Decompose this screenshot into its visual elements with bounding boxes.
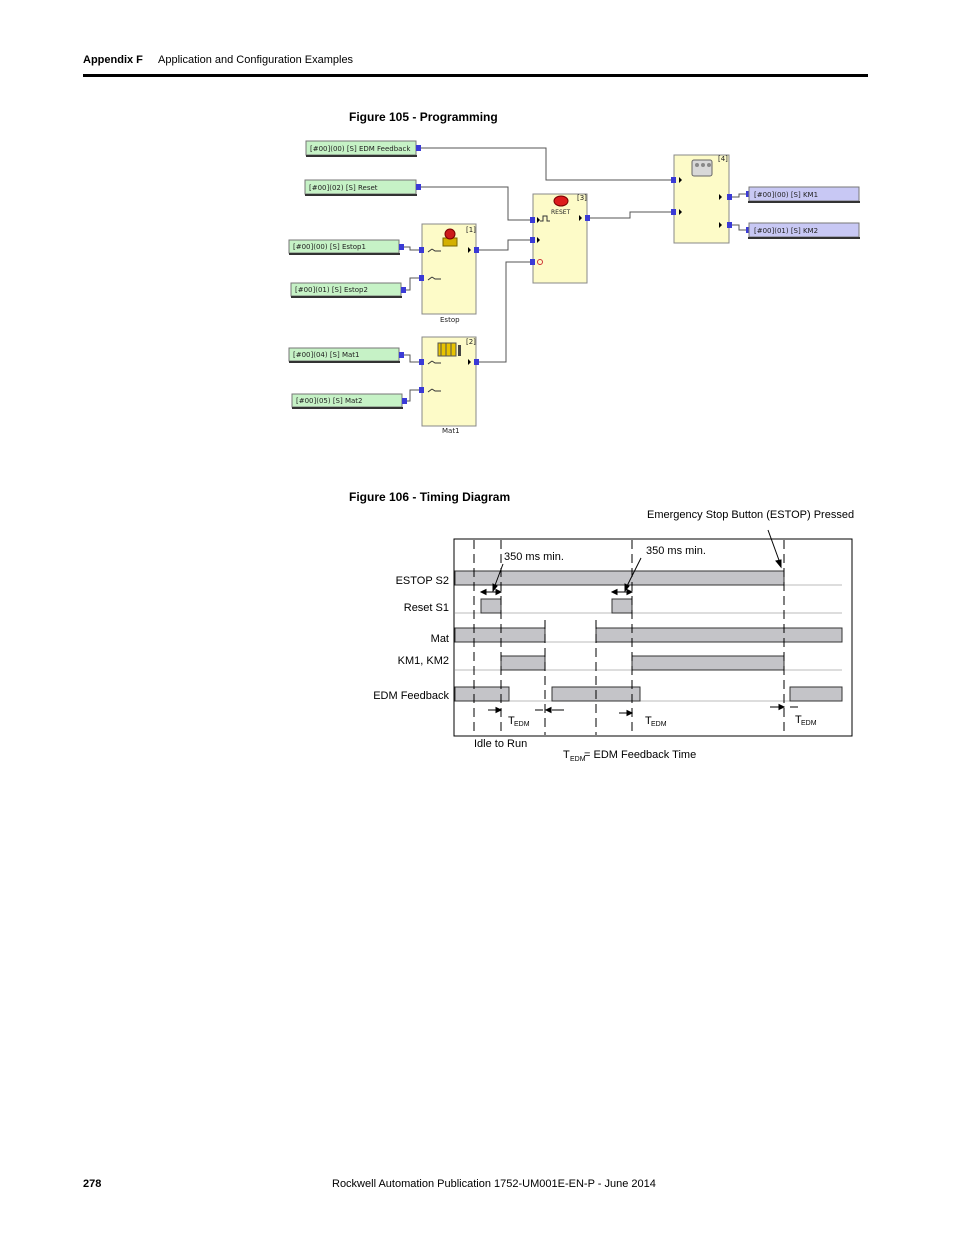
svg-text:EDM: EDM [514,721,530,728]
input-tag-estop1[interactable]: [#00](00) [S] Estop1 [288,239,404,255]
annotation-estop-pressed: Emergency Stop Button (ESTOP) Pressed [647,509,854,521]
edm-pulse-1 [454,686,510,702]
svg-text:RESET: RESET [551,209,571,216]
input-tag-reset[interactable]: [#00](02) [S] Reset [304,179,421,196]
block-number: [2] [466,338,476,346]
publication-info: Rockwell Automation Publication 1752-UM0… [332,1178,656,1190]
output-tag-km2[interactable]: [#00](01) [S] KM2 [746,222,860,239]
contactor-icon [691,159,713,177]
appendix-label: Appendix F [83,54,143,66]
mat-function-block[interactable]: [2] Mat1 [419,336,479,435]
block-number: [3] [577,194,587,202]
km-pulse-2 [631,655,785,671]
reset-pulse-1 [480,598,502,614]
reset-function-block[interactable]: RESET [3] [530,193,590,284]
input-tag-label: [#00](04) [S] Mat1 [293,351,360,359]
svg-text:T: T [795,714,802,726]
input-tag-label: [#00](05) [S] Mat2 [296,397,363,405]
page-number: 278 [83,1178,102,1190]
estop-pulse [454,570,785,586]
mat-pulse-2 [595,627,843,643]
signal-label-estop: ESTOP S2 [396,575,449,587]
input-tag-edm-feedback[interactable]: [#00](00) [S] EDM Feedback [305,140,421,157]
block-label: Estop [440,316,460,324]
input-tag-label: [#00](00) [S] EDM Feedback [310,145,411,153]
tedm-marker-1: T EDM [508,715,530,728]
svg-text:T: T [563,749,570,761]
estop-function-block[interactable]: [1] Estop [419,223,479,324]
figure-105-caption: Figure 105 - Programming [349,110,498,124]
header-rule [83,74,868,77]
output-tag-label: [#00](01) [S] KM2 [754,227,818,235]
emergency-stop-icon [442,228,458,247]
figure-106-caption: Figure 106 - Timing Diagram [349,490,511,504]
reset-button-icon: RESET [551,195,571,216]
block-number: [1] [466,226,476,234]
svg-text:= EDM Feedback Time: = EDM Feedback Time [584,749,696,761]
signal-label-mat: Mat [431,633,449,645]
reset-pulse-2 [611,598,633,614]
annotation-min-time-1: 350 ms min. [504,551,564,563]
wires [401,147,747,402]
safety-mat-icon [437,342,461,357]
edm-function-block[interactable]: [4] [671,154,732,244]
edm-pulse-3 [789,686,843,702]
input-tag-label: [#00](00) [S] Estop1 [293,243,366,251]
svg-text:EDM: EDM [801,720,817,727]
block-label: Mat1 [442,427,460,435]
svg-text:T: T [645,715,652,727]
output-tag-label: [#00](00) [S] KM1 [754,191,818,199]
input-tag-label: [#00](02) [S] Reset [309,184,378,192]
output-tag-km1[interactable]: [#00](00) [S] KM1 [746,186,860,203]
signal-label-km: KM1, KM2 [398,655,449,667]
svg-text:EDM: EDM [570,756,586,763]
svg-text:EDM: EDM [651,721,667,728]
input-tag-label: [#00](01) [S] Estop2 [295,286,368,294]
signal-label-edm: EDM Feedback [373,690,449,702]
chapter-title: Application and Configuration Examples [158,54,354,66]
tedm-marker-3: T EDM [795,714,817,727]
input-tag-mat1[interactable]: [#00](04) [S] Mat1 [288,347,404,363]
mat-pulse-1 [454,627,546,643]
tedm-definition: T EDM = EDM Feedback Time [563,749,696,763]
block-number: [4] [718,155,728,163]
annotation-idle-to-run: Idle to Run [474,738,527,750]
tedm-marker-2: T EDM [645,715,667,728]
signal-label-reset: Reset S1 [404,602,449,614]
svg-text:T: T [508,715,515,727]
km-pulse-1 [500,655,546,671]
dimension-arrows [479,529,798,717]
input-tag-mat2[interactable]: [#00](05) [S] Mat2 [291,393,407,409]
input-tag-estop2[interactable]: [#00](01) [S] Estop2 [290,282,406,298]
annotation-min-time-2: 350 ms min. [646,545,706,557]
time-markers [473,540,785,735]
